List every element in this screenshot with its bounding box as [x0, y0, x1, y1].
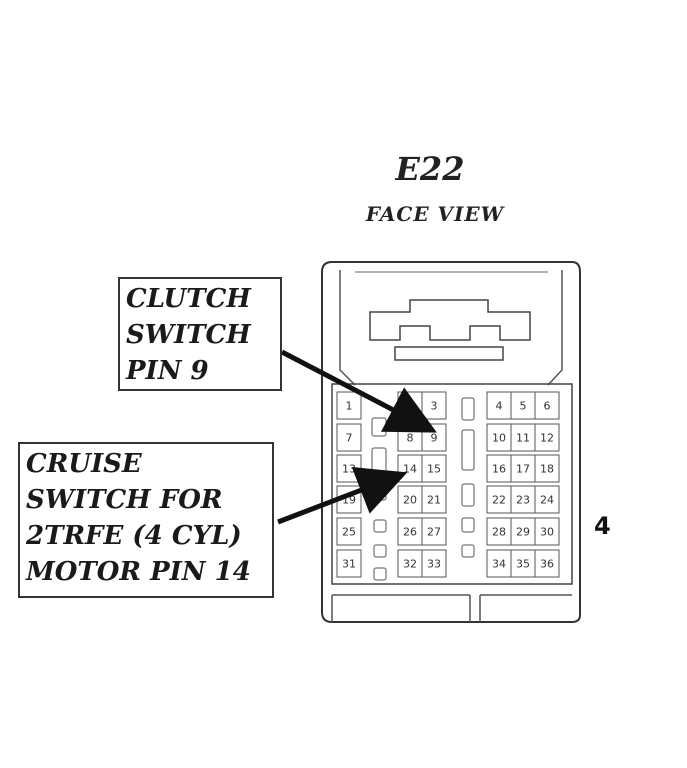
- callout-clutch-switch: CLUTCH SWITCH PIN 9: [118, 277, 282, 391]
- pin-label-10: 10: [492, 432, 506, 445]
- pin-label-12: 12: [540, 432, 554, 445]
- pin-cell-27: [421, 517, 447, 546]
- pin-label-25: 25: [342, 526, 356, 539]
- pin-cell-36: [534, 549, 560, 578]
- pin-label-20: 20: [403, 494, 417, 507]
- pin-label-36: 36: [540, 558, 554, 571]
- key-slot: [461, 544, 475, 558]
- pin-label-17: 17: [516, 463, 530, 476]
- pin-label-24: 24: [540, 494, 554, 507]
- callout-line: SWITCH: [126, 320, 251, 350]
- pin-label-18: 18: [540, 463, 554, 476]
- callout-line: 2TRFE (4 CYL): [26, 521, 242, 551]
- arrow-to-pin-14: [277, 466, 408, 525]
- pin-label-16: 16: [492, 463, 506, 476]
- key-slot: [461, 429, 475, 471]
- left-latch-rail: [339, 270, 356, 386]
- pin-label-4: 4: [496, 400, 503, 413]
- connector-housing: [321, 261, 581, 623]
- key-slot: [373, 487, 387, 501]
- pin-cell-25: [336, 517, 362, 546]
- pin-label-14: 14: [403, 463, 417, 476]
- pin-cell-6: [534, 391, 560, 420]
- pin-cell-1: [336, 391, 362, 420]
- key-slot: [373, 544, 387, 558]
- pin-field: [331, 383, 573, 585]
- pin-cell-31: [336, 549, 362, 578]
- tab-slot: [394, 346, 504, 361]
- pin-label-32: 32: [403, 558, 417, 571]
- callout-cruise-switch: CRUISE SWITCH FOR 2TRFE (4 CYL) MOTOR PI…: [18, 442, 274, 598]
- pin-label-8: 8: [407, 432, 414, 445]
- pin-label-31: 31: [342, 558, 356, 571]
- connector-title: E22: [395, 150, 465, 188]
- pin-label-9: 9: [431, 432, 438, 445]
- pin-cell-12: [534, 423, 560, 452]
- pin-label-2: 2: [407, 400, 414, 413]
- callout-line: CLUTCH: [126, 284, 251, 314]
- key-slot: [373, 567, 387, 581]
- key-slot: [373, 519, 387, 533]
- pin-label-27: 27: [427, 526, 441, 539]
- callout-line: MOTOR PIN 14: [26, 557, 251, 587]
- pin-label-7: 7: [346, 432, 353, 445]
- pin-label-35: 35: [516, 558, 530, 571]
- pin-cell-18: [534, 454, 560, 483]
- key-slot: [371, 417, 387, 437]
- pin-cell-33: [421, 549, 447, 578]
- pin-label-6: 6: [544, 400, 551, 413]
- view-label: FACE VIEW: [365, 202, 505, 226]
- key-slot: [461, 397, 475, 421]
- pin-label-13: 13: [342, 463, 356, 476]
- pin-label-28: 28: [492, 526, 506, 539]
- pin-label-3: 3: [431, 400, 438, 413]
- pin-label-22: 22: [492, 494, 506, 507]
- key-slot: [461, 483, 475, 507]
- callout-line: PIN 9: [126, 356, 209, 386]
- pin-label-11: 11: [516, 432, 530, 445]
- pin-label-26: 26: [403, 526, 417, 539]
- key-slot: [461, 517, 475, 533]
- side-number: 4: [594, 512, 611, 540]
- bottom-feet: [331, 594, 572, 622]
- pin-label-21: 21: [427, 494, 441, 507]
- pin-label-29: 29: [516, 526, 530, 539]
- pin-label-15: 15: [427, 463, 441, 476]
- pin-label-33: 33: [427, 558, 441, 571]
- pin-label-30: 30: [540, 526, 554, 539]
- pin-cell-21: [421, 485, 447, 514]
- key-slot: [371, 447, 387, 479]
- right-latch-rail: [547, 270, 563, 386]
- pin-cell-24: [534, 485, 560, 514]
- locking-tab: [369, 299, 531, 341]
- pin-label-23: 23: [516, 494, 530, 507]
- pin-cell-15: [421, 454, 447, 483]
- pin-label-1: 1: [346, 400, 353, 413]
- pin-cell-30: [534, 517, 560, 546]
- pin-cell-7: [336, 423, 362, 452]
- pin-label-34: 34: [492, 558, 506, 571]
- callout-line: CRUISE: [26, 449, 142, 479]
- arrow-to-pin-9: [280, 349, 437, 433]
- pin-label-5: 5: [520, 400, 527, 413]
- callout-line: SWITCH FOR: [26, 485, 223, 515]
